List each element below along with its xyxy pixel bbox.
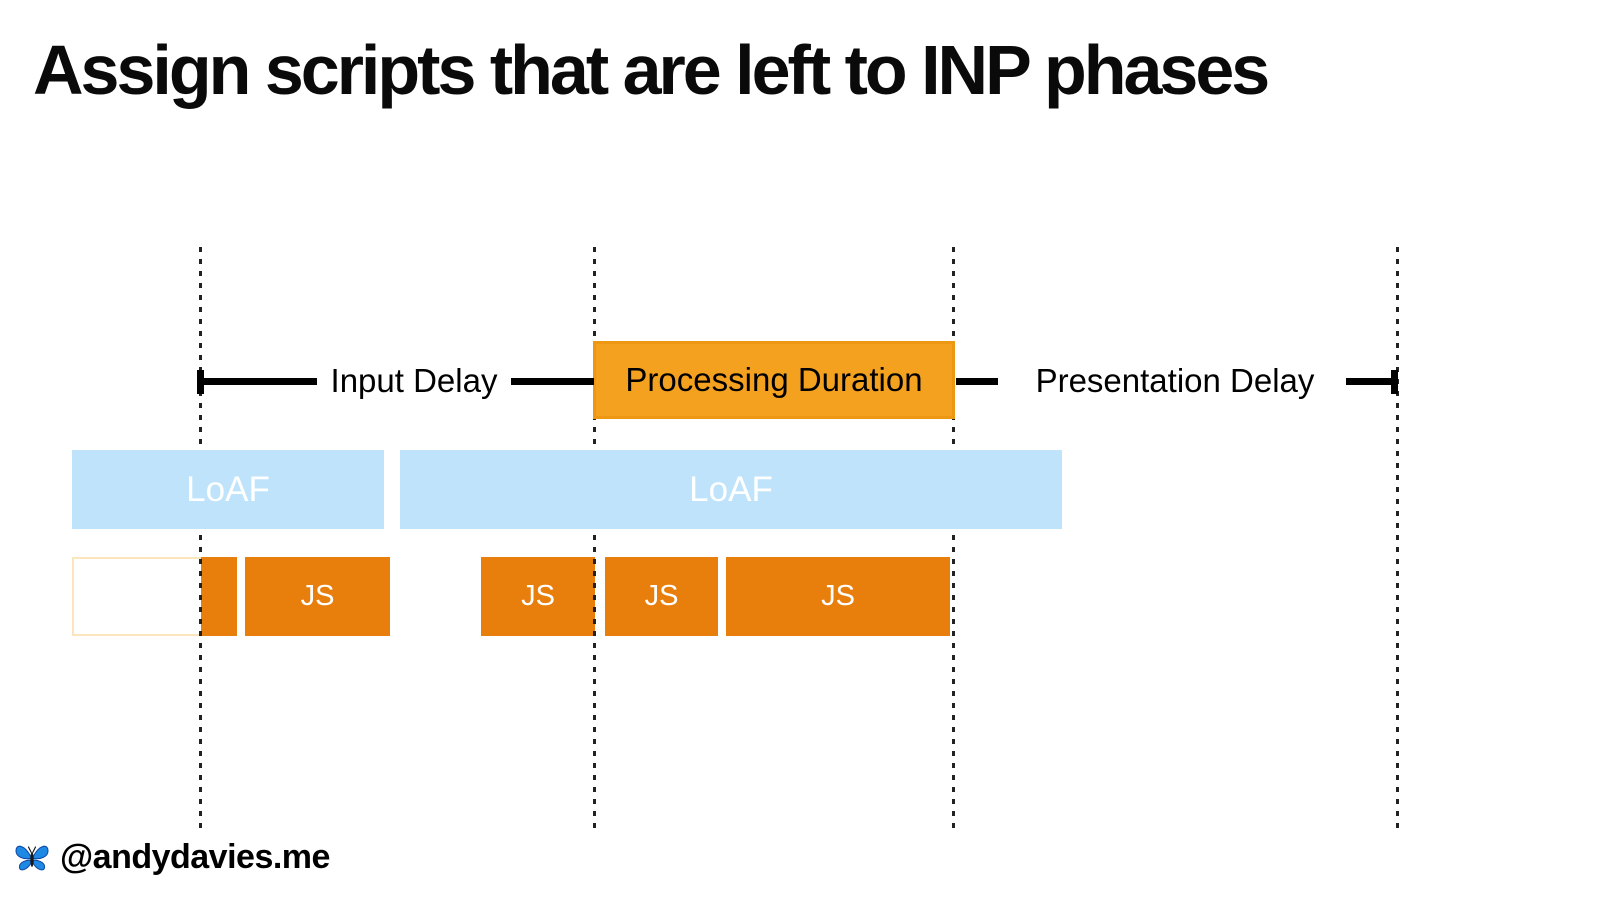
boundary-line-interaction-start xyxy=(199,247,202,830)
page-title: Assign scripts that are left to INP phas… xyxy=(33,31,1270,109)
timeline-segment xyxy=(956,378,998,385)
loaf-bar: LoAF xyxy=(400,450,1062,529)
js-task: JS xyxy=(605,557,718,636)
boundary-line-next-paint xyxy=(1396,247,1399,830)
timeline-segment xyxy=(1346,378,1396,385)
js-task: JS xyxy=(245,557,390,636)
timeline-segment xyxy=(511,378,594,385)
phase-label-input-delay: Input Delay xyxy=(330,362,498,399)
js-task: JS xyxy=(481,557,595,636)
js-task: JS xyxy=(726,557,950,636)
footer: @andydavies.me xyxy=(14,838,330,877)
timeline-end-tick xyxy=(1391,370,1398,394)
butterfly-icon xyxy=(15,845,49,870)
timeline-start-tick xyxy=(197,370,204,394)
phase-label-presentation-delay: Presentation Delay xyxy=(1035,362,1315,399)
phase-box-processing-duration: Processing Duration xyxy=(593,341,955,419)
loaf-bar: LoAF xyxy=(72,450,384,529)
timeline-segment xyxy=(202,378,317,385)
author-handle: @andydavies.me xyxy=(60,838,330,876)
js-task-partial xyxy=(201,557,237,636)
boundary-line-processing-start xyxy=(593,247,596,830)
boundary-line-processing-end xyxy=(952,247,955,830)
